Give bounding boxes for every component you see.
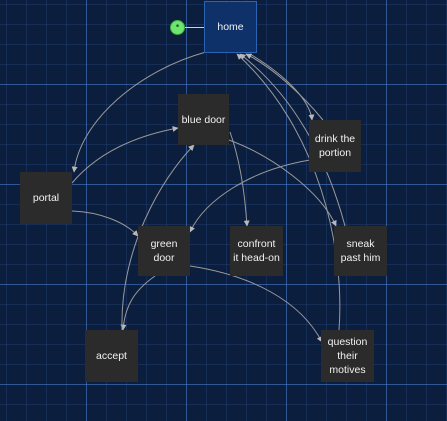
start-link-icon[interactable]: • bbox=[170, 20, 185, 35]
edge-drink-the-portion-to-home[interactable] bbox=[245, 53, 324, 121]
node-accept[interactable]: accept bbox=[85, 330, 138, 382]
edge-green-door-to-question-their-motives[interactable] bbox=[189, 265, 323, 343]
edge-drink-the-portion-to-green-door[interactable] bbox=[189, 159, 311, 233]
edge-question-their-motives-to-home[interactable] bbox=[236, 53, 341, 331]
edge-portal-to-blue-door[interactable] bbox=[71, 126, 179, 184]
node-confront-it-head-on[interactable]: confront it head-on bbox=[230, 226, 283, 276]
node-home[interactable]: home bbox=[204, 1, 257, 53]
edge-blue-door-to-confront-it-head-on[interactable] bbox=[229, 131, 250, 227]
node-sneak-past-him[interactable]: sneak past him bbox=[334, 226, 387, 276]
edge-portal-to-green-door[interactable] bbox=[71, 210, 139, 237]
edge-home-to-portal[interactable] bbox=[71, 51, 207, 173]
node-portal[interactable]: portal bbox=[20, 172, 72, 224]
node-question-their-motives[interactable]: question their motives bbox=[321, 330, 374, 382]
edge-blue-door-to-sneak-past-him[interactable] bbox=[228, 139, 337, 227]
edge-home-to-drink-the-portion[interactable] bbox=[249, 53, 315, 121]
node-drink-the-portion[interactable]: drink the portion bbox=[309, 120, 361, 172]
edge-accept-to-blue-door[interactable] bbox=[121, 144, 195, 331]
edge-green-door-to-accept[interactable] bbox=[120, 275, 156, 331]
start-connector bbox=[185, 27, 204, 28]
node-blue-door[interactable]: blue door bbox=[178, 94, 229, 145]
node-green-door[interactable]: green door bbox=[138, 226, 190, 276]
